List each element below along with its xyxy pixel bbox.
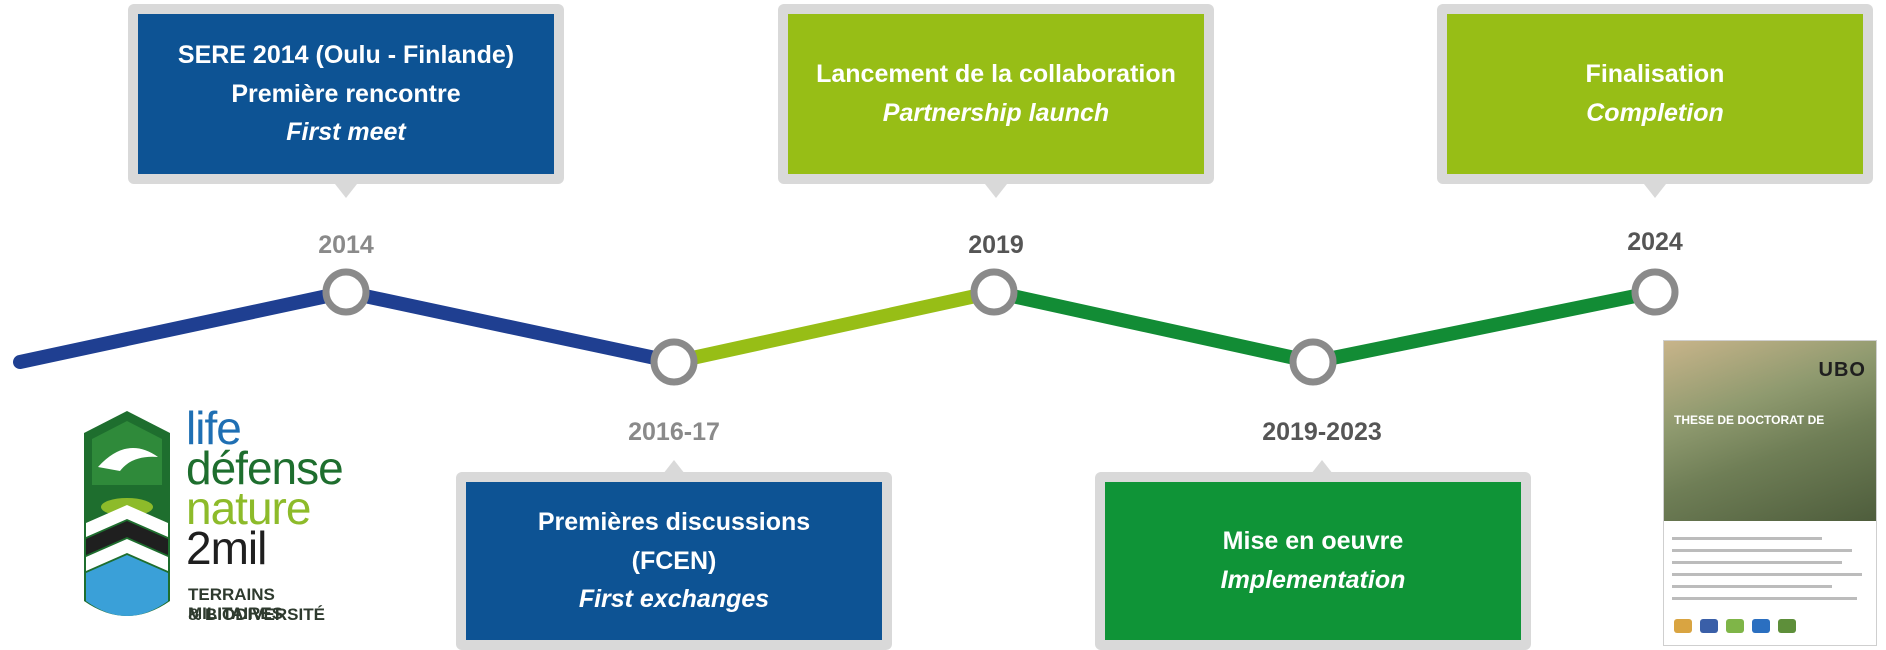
milestone-2019-2023-english: Implementation (1220, 566, 1406, 594)
milestone-2019-2023-pointer (1311, 460, 1333, 474)
partner-logo-icon (1674, 619, 1692, 633)
partner-logo-icon (1700, 619, 1718, 633)
timeline-node (970, 268, 1018, 316)
milestone-2019-callout: Lancement de la collaboration Partnershi… (778, 4, 1214, 184)
thesis-partner-logos (1674, 619, 1796, 633)
thesis-text-line (1672, 549, 1852, 552)
milestone-2014-callout: SERE 2014 (Oulu - Finlande) Première ren… (128, 4, 564, 184)
milestone-2019-pointer (985, 184, 1007, 198)
thesis-title: THESE DE DOCTORAT DE (1674, 413, 1825, 427)
milestone-2024-english: Completion (1586, 99, 1724, 127)
milestone-2019-box: Lancement de la collaboration Partnershi… (788, 14, 1204, 174)
partner-logo-icon (1752, 619, 1770, 633)
milestone-2016-17-english: First exchanges (578, 585, 770, 614)
year-2016-17-label: 2016-17 (628, 418, 720, 446)
logo-word-defense: défense (186, 442, 344, 494)
milestone-2024-title: Finalisation (1585, 60, 1725, 89)
thesis-brand: UBO (1818, 359, 1866, 381)
timeline-node (650, 338, 698, 386)
milestone-2024-pointer (1644, 184, 1666, 198)
milestone-2014-subtitle: Première rencontre (231, 79, 461, 108)
milestone-2016-17-title: Premières discussions (537, 507, 811, 536)
milestone-2016-17-callout: Premières discussions (FCEN) First excha… (456, 472, 892, 650)
thesis-text-line (1672, 537, 1822, 540)
milestone-2024-box: Finalisation Completion (1447, 14, 1863, 174)
logo-word-life: life (186, 402, 242, 454)
milestone-2016-17-box: Premières discussions (FCEN) First excha… (466, 482, 882, 640)
milestone-2014-box: SERE 2014 (Oulu - Finlande) Première ren… (138, 14, 554, 174)
milestone-2024-callout: Finalisation Completion (1437, 4, 1873, 184)
timeline-node (322, 268, 370, 316)
milestone-2019-2023-box: Mise en oeuvre Implementation (1105, 482, 1521, 640)
year-2019-2023-label: 2019-2023 (1262, 418, 1382, 446)
milestone-2014-pointer (335, 184, 357, 198)
badge-emblem-icon (84, 411, 170, 616)
logo-word-nature: nature (186, 482, 311, 534)
logo-word-2mil: 2mil (186, 522, 267, 574)
partner-logo-icon (1778, 619, 1796, 633)
timeline-segment (13, 285, 353, 369)
thesis-text-line (1672, 597, 1857, 600)
milestone-2016-17-subtitle: (FCEN) (631, 546, 717, 575)
timeline-node (1289, 338, 1337, 386)
milestone-2014-english: First meet (286, 118, 406, 147)
thesis-cover-thumbnail: UBO THESE DE DOCTORAT DE (1663, 340, 1877, 646)
timeline-segment (667, 285, 1001, 369)
thesis-text-line (1672, 573, 1862, 576)
year-2019-label: 2019 (968, 231, 1024, 259)
timeline-segment (987, 285, 1320, 369)
milestone-2019-title: Lancement de la collaboration (816, 60, 1176, 89)
thesis-text-line (1672, 561, 1842, 564)
milestone-2019-2023-title: Mise en oeuvre (1222, 527, 1404, 556)
milestone-2019-english: Partnership launch (882, 99, 1110, 127)
timeline-segment (339, 285, 681, 369)
timeline-node (1631, 268, 1679, 316)
logo-caption-terrains: TERRAINS MILITAIRES (188, 585, 284, 623)
thesis-text-line (1672, 585, 1832, 588)
year-2014-label: 2014 (318, 231, 374, 259)
milestone-2014-title: SERE 2014 (Oulu - Finlande) (177, 40, 515, 69)
milestone-2019-2023-callout: Mise en oeuvre Implementation (1095, 472, 1531, 650)
logo-caption-biodiversite: & BIODIVERSITÉ (188, 605, 325, 624)
life-defense-nature-logo: life défense nature 2mil TERRAINS MILITA… (72, 405, 372, 635)
thesis-cover-image (1664, 341, 1876, 521)
milestone-2016-17-pointer (663, 460, 685, 474)
partner-logo-icon (1726, 619, 1744, 633)
timeline-segment (1306, 285, 1662, 369)
year-2024-label: 2024 (1627, 228, 1683, 256)
